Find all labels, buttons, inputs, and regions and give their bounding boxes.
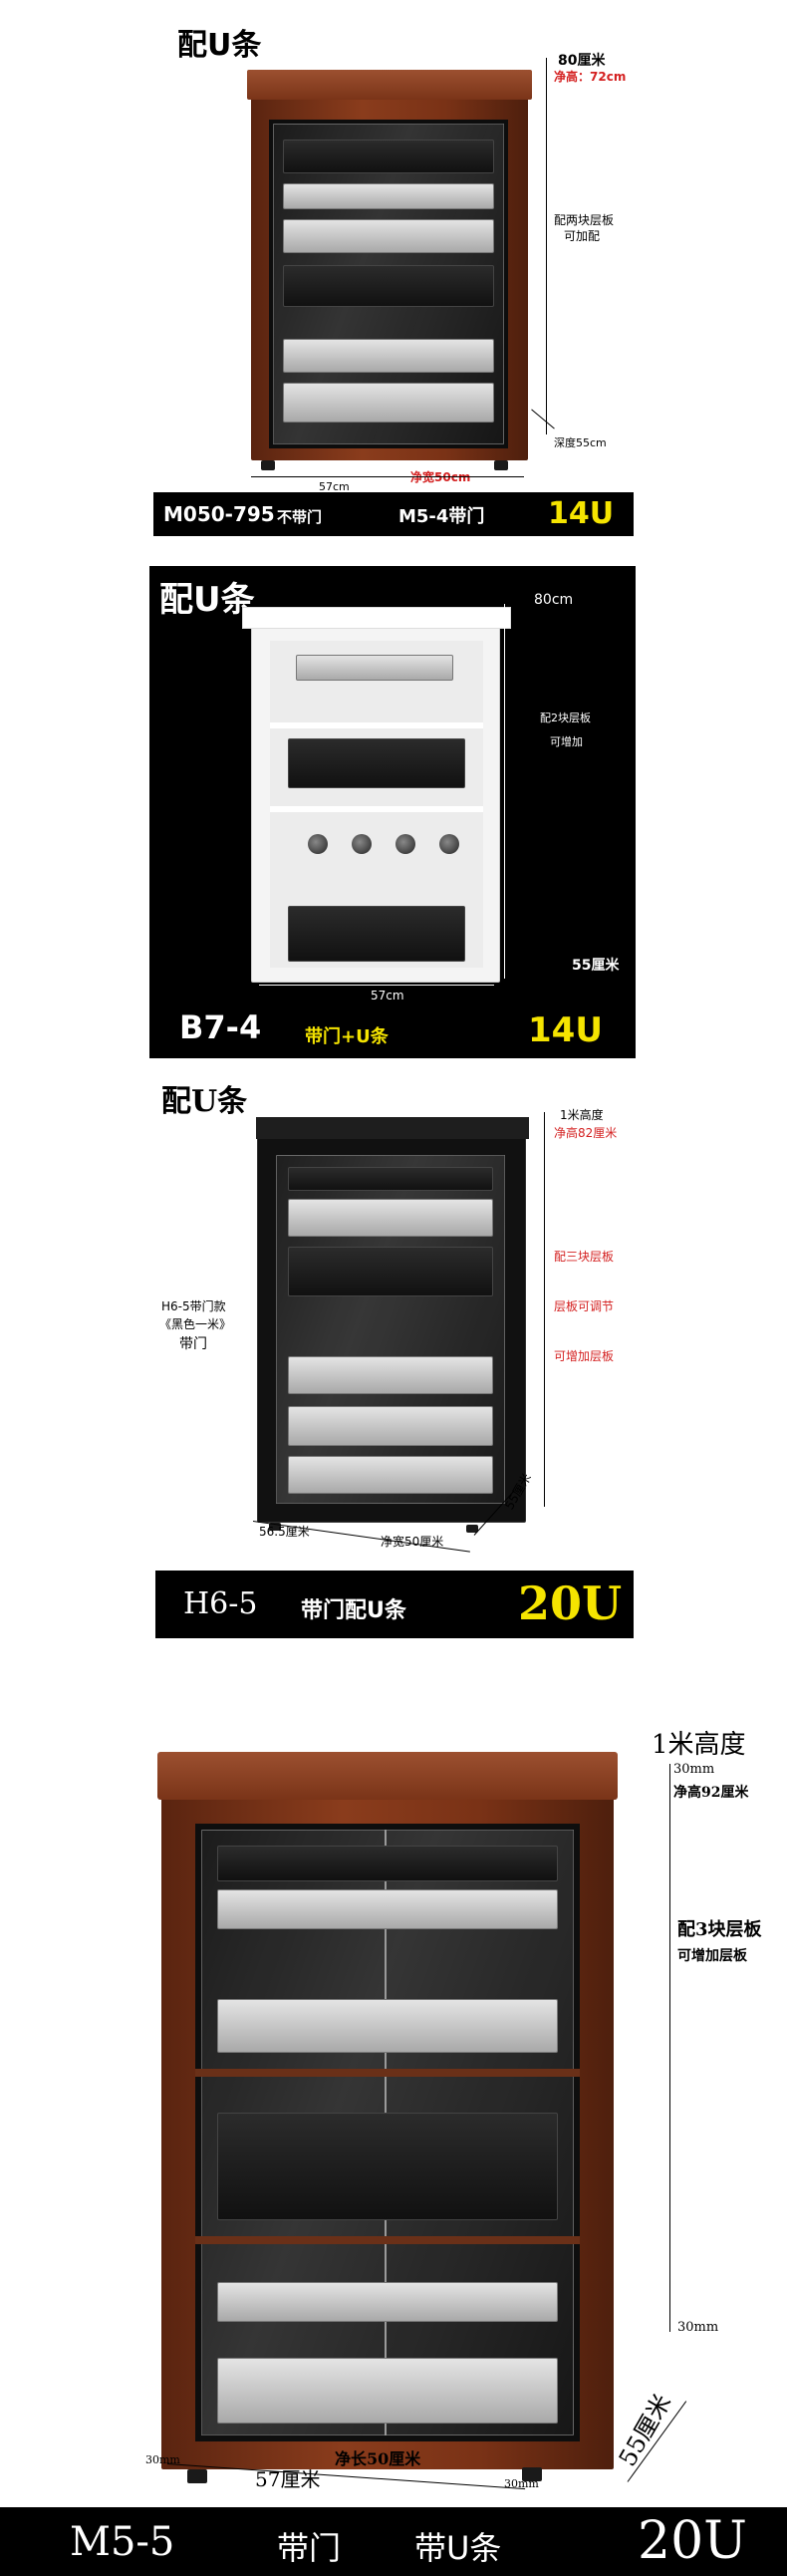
height-label: 80厘米 (558, 53, 606, 69)
shelf-adjust-note: 层板可调节 (554, 1299, 615, 1313)
height-label: 1米高度 (652, 1730, 746, 1760)
left-gap-label: 30mm (145, 2453, 180, 2466)
left-note-3: 带门 (179, 1336, 207, 1352)
width-label: 57厘米 (255, 2467, 321, 2491)
wooden-cabinet-image (157, 1752, 618, 2469)
shelf-note-2: 可增加层板 (677, 1948, 747, 1964)
shelf-note: 配三块层板 (554, 1250, 615, 1264)
section-h6-5: 配U条 H6-5带门款 《黑色一米》 带门 1米高度 净高82厘米 配三块层板 … (0, 1076, 787, 1654)
width-label: 56.5厘米 (259, 1525, 310, 1539)
banner-no-door: 不带门 (277, 508, 323, 526)
banner-model: B7-4 (179, 1008, 262, 1046)
depth-label: 深度55cm (554, 436, 607, 449)
banner-desc: 带门配U条 (301, 1598, 406, 1623)
shelf-note: 配2块层板 (540, 712, 591, 724)
section-b7-4: 配U条 80cm 配2块层板 可增加 55厘米 57cm B7-4 带门+U条 … (0, 566, 787, 1064)
black-cabinet-image (256, 1117, 529, 1523)
bottom-gap-label: 30mm (677, 2320, 719, 2335)
depth-label: 55厘米 (613, 2389, 677, 2471)
model-banner: M050-795 不带门 M5-4带门 14U (153, 492, 634, 536)
depth-label: 55厘米 (572, 958, 620, 974)
net-height-label: 净高82厘米 (554, 1126, 618, 1140)
wooden-cabinet-image (247, 70, 532, 460)
shelf-add-note: 可增加层板 (554, 1349, 615, 1363)
shelf-note: 配3块层板 (677, 1919, 762, 1940)
banner-model-2: M5-4带门 (398, 506, 485, 527)
banner-u-count: 20U (638, 2511, 747, 2571)
width-label: 57cm (319, 480, 350, 493)
height-label: 1米高度 (560, 1108, 604, 1122)
banner-model: H6-5 (183, 1586, 258, 1621)
section-heading: 配U条 (177, 28, 262, 63)
dark-photo-background: 配U条 80cm 配2块层板 可增加 55厘米 57cm B7-4 带门+U条 … (149, 566, 636, 1058)
left-note-1: H6-5带门款 (161, 1299, 226, 1313)
right-gap-label: 30mm (504, 2477, 539, 2490)
section-m5-5: 1米高度 30mm 净高92厘米 配3块层板 可增加层板 30mm 55厘米 净… (0, 1714, 787, 2576)
banner-desc: 带门+U条 (305, 1026, 389, 1047)
banner-door: 带门 (277, 2529, 342, 2567)
width-label: 57cm (371, 989, 404, 1002)
white-cabinet-image (242, 607, 511, 983)
banner-model: M5-5 (70, 2519, 175, 2565)
model-banner: M5-5 带门 带U条 20U (0, 2507, 787, 2576)
banner-u-count: 20U (518, 1576, 623, 1630)
section-heading: 配U条 (161, 1084, 248, 1119)
net-width-label: 净宽50厘米 (381, 1535, 444, 1549)
section-heading: 配U条 (159, 580, 255, 620)
shelf-note-2: 可增加 (550, 735, 583, 748)
shelf-note-2: 可加配 (564, 229, 601, 243)
banner-u-count: 14U (548, 496, 615, 531)
banner-model: M050-795 (163, 502, 275, 526)
shelf-note: 配两块层板 (554, 213, 615, 227)
net-length-label: 净长50厘米 (335, 2449, 421, 2468)
section-m5-4: 配U条 80厘米 净高：72cm 配两块层板 可加配 深度55cm 净宽50cm… (0, 0, 787, 558)
height-label: 80cm (534, 592, 574, 608)
banner-u-strip: 带U条 (414, 2529, 502, 2567)
net-width-label: 净宽50cm (410, 470, 471, 484)
banner-u-count: 14U (528, 1010, 603, 1050)
left-note-2: 《黑色一米》 (159, 1317, 232, 1331)
top-gap-label: 30mm (673, 1762, 715, 1777)
net-height-label: 净高：72cm (554, 70, 627, 84)
net-height-label: 净高92厘米 (673, 1785, 749, 1801)
model-banner: H6-5 带门配U条 20U (155, 1571, 634, 1638)
